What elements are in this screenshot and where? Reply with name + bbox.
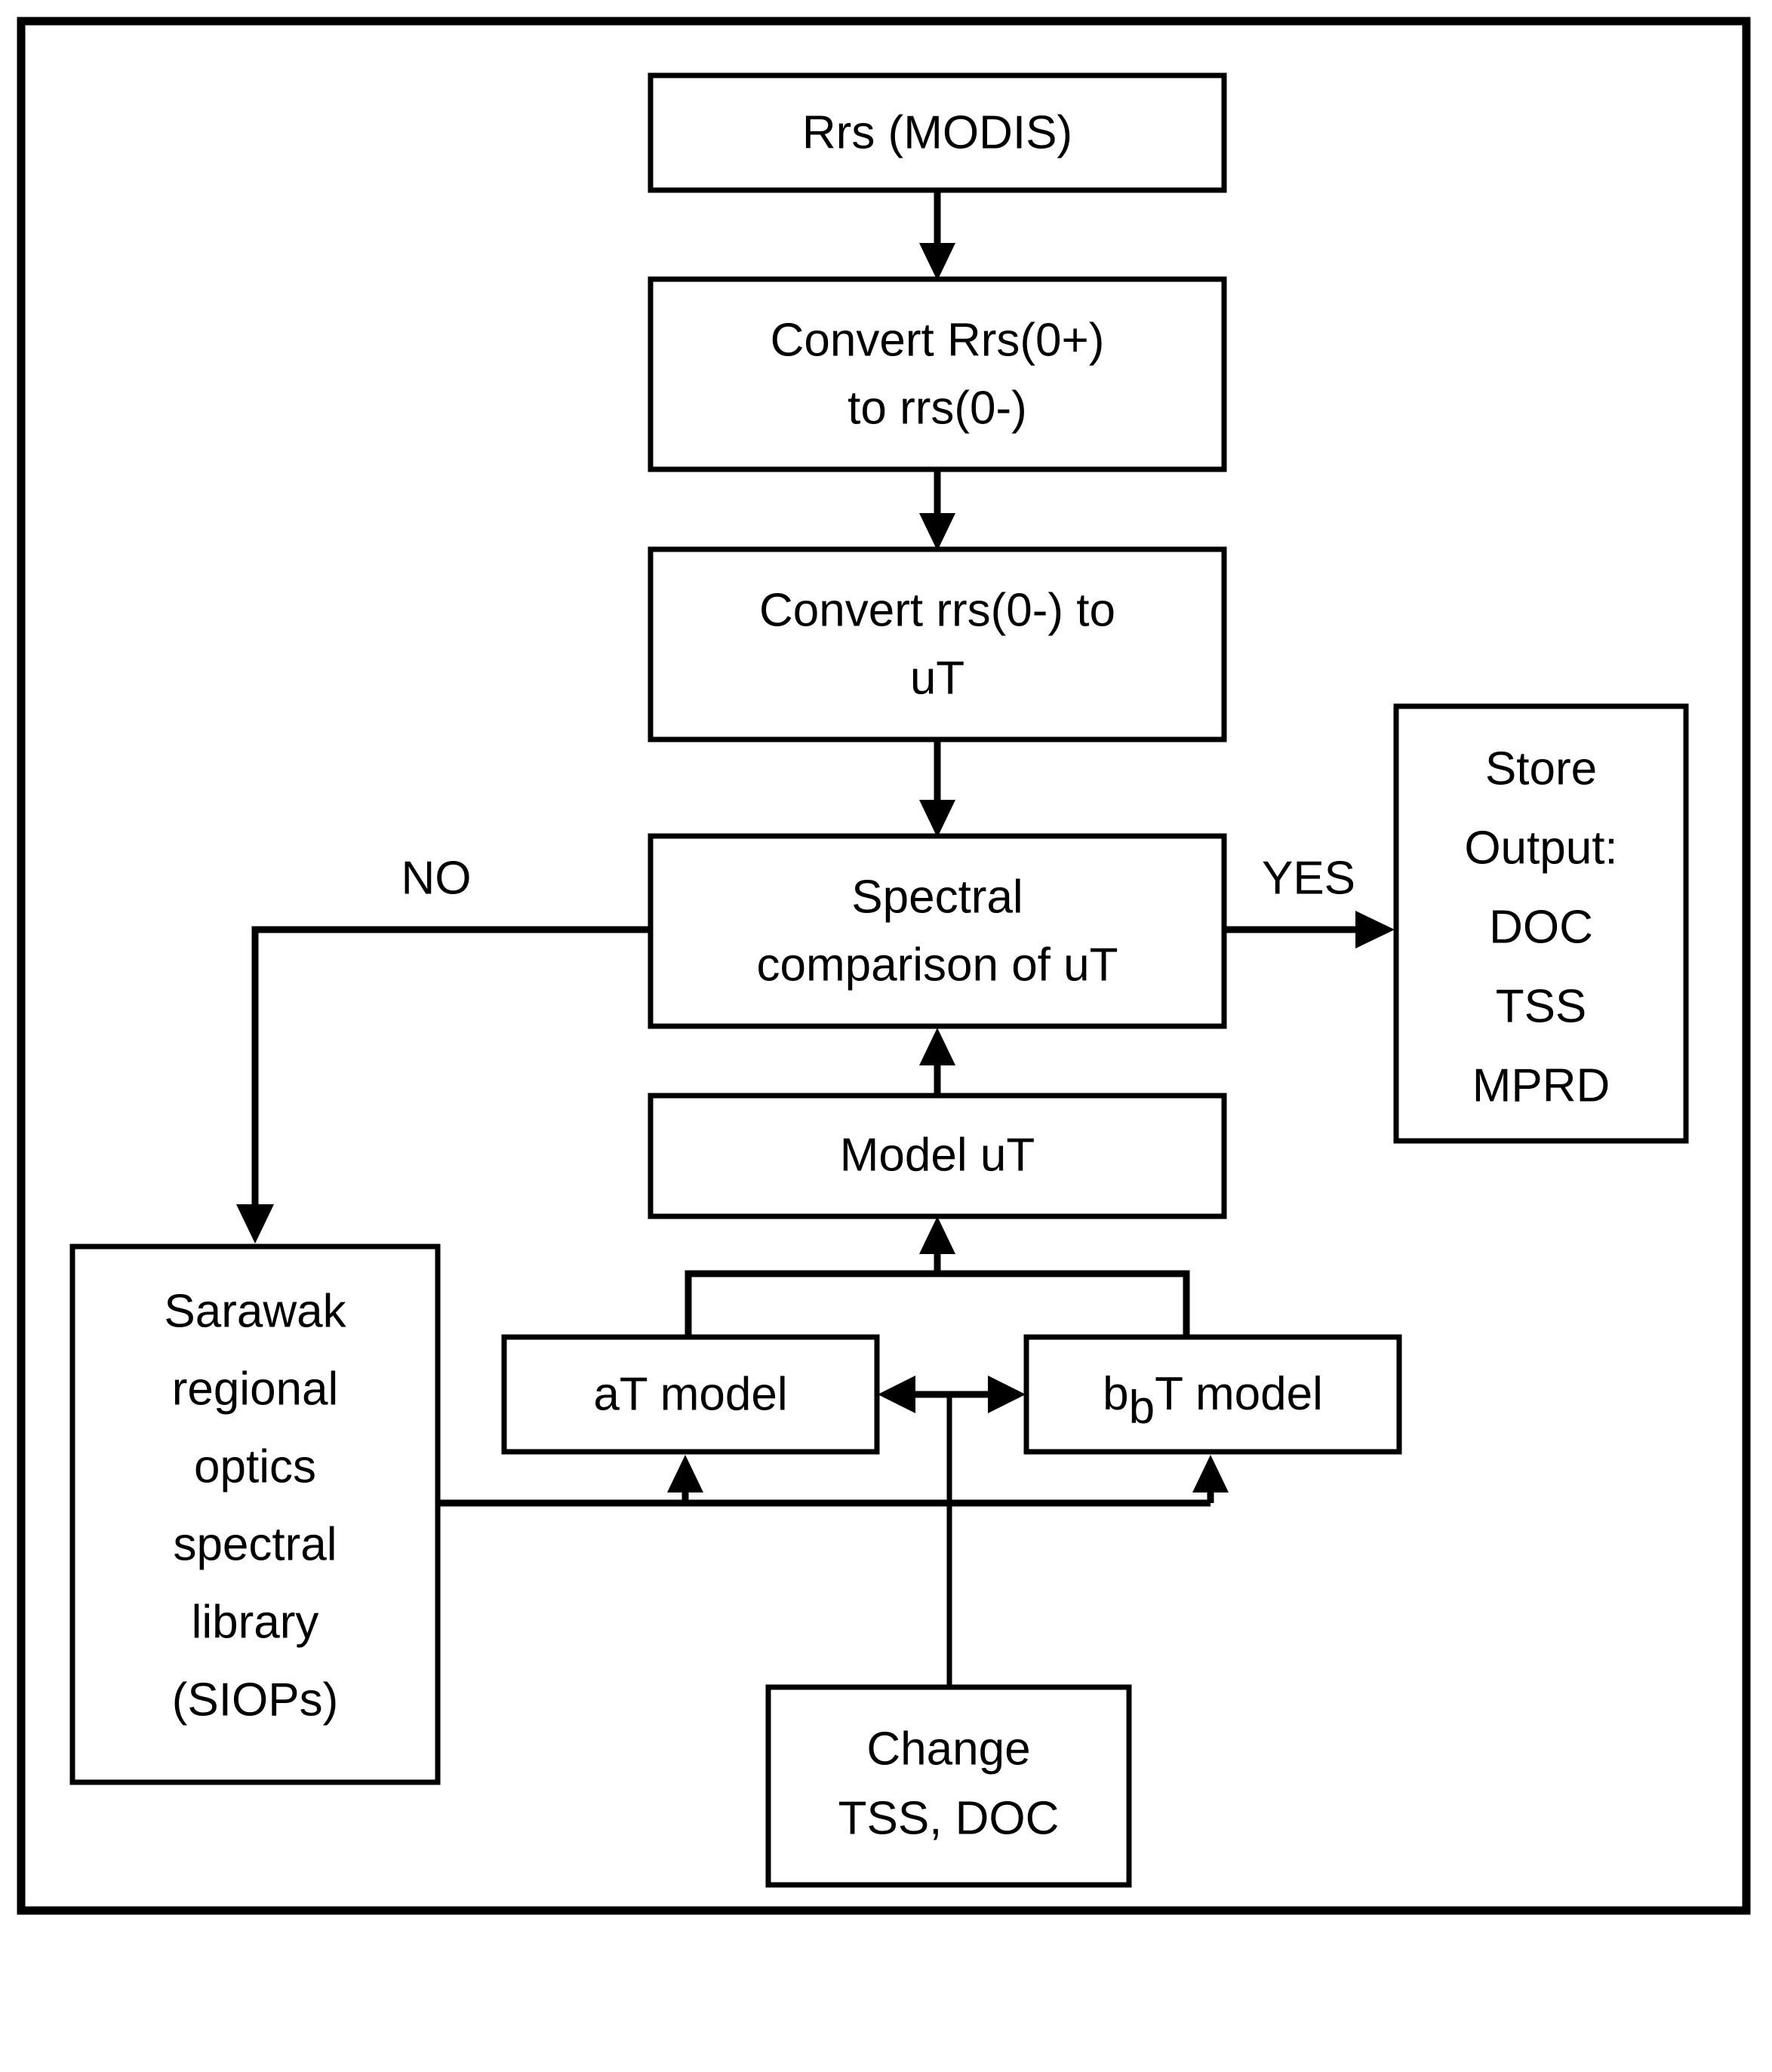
siops-label-1: Sarawak: [164, 1285, 346, 1337]
node-convert-rrs-0plus[interactable]: Convert Rrs(0+) to rrs(0-): [648, 276, 1227, 472]
at-model-box[interactable]: [501, 1334, 880, 1455]
siops-label-4: spectral: [173, 1518, 337, 1570]
spectral-comparison-label-1: Spectral: [851, 871, 1023, 923]
rrs-modis-box[interactable]: [648, 72, 1227, 193]
change-tss-doc-label-1: Change: [866, 1723, 1030, 1775]
edge-siops-to-models: [438, 1455, 1229, 1507]
edge-spectral-to-store-output: [1224, 911, 1395, 948]
node-model-ut[interactable]: Model uT: [648, 1093, 1227, 1219]
store-output-label-2: Output:: [1464, 822, 1617, 874]
edge-spectral-to-siops-no: [236, 926, 651, 1244]
convert-rrs-0minus-label-2: uT: [910, 652, 964, 704]
store-output-label-5: MPRD: [1472, 1059, 1610, 1111]
node-change-tss-doc[interactable]: Change TSS, DOC: [765, 1684, 1132, 1888]
sarawak-siops-library-box[interactable]: [69, 1244, 441, 1785]
edge-models-bracket-to-modelut: [684, 1216, 1190, 1337]
model-ut-box[interactable]: [648, 1093, 1227, 1219]
edge-convert0plus-to-convert0minus: [919, 469, 955, 551]
change-tss-doc-box[interactable]: [765, 1684, 1132, 1888]
siops-label-5: library: [192, 1596, 319, 1648]
spectral-comparison-box[interactable]: [648, 833, 1227, 1029]
convert-rrs-0plus-label-2: to rrs(0-): [848, 382, 1027, 434]
node-convert-rrs-0minus[interactable]: Convert rrs(0-) to uT: [648, 546, 1227, 742]
convert-rrs-0minus-label-1: Convert rrs(0-) to: [759, 584, 1115, 636]
bbt-model-box[interactable]: [1023, 1334, 1402, 1455]
siops-label-3: optics: [194, 1440, 316, 1493]
store-output-label-1: Store: [1485, 742, 1597, 795]
edge-rrs-to-convert0plus: [919, 190, 955, 281]
store-output-box[interactable]: [1393, 703, 1689, 1144]
rrs-modis-label-1: Rrs (MODIS): [802, 106, 1072, 158]
node-bbt-model[interactable]: bbT model: [1023, 1334, 1402, 1455]
bbt-model-label-main-prefix: b: [1103, 1368, 1128, 1420]
edge-convert0minus-to-spectral: [919, 739, 955, 838]
bbt-model-label: bbT model: [1103, 1368, 1323, 1434]
model-ut-label-1: Model uT: [840, 1129, 1035, 1181]
node-store-output[interactable]: Store Output: DOC TSS MPRD: [1393, 703, 1689, 1144]
siops-label-2: regional: [172, 1363, 339, 1415]
edge-modelut-to-spectral: [919, 1028, 955, 1096]
node-siops-library[interactable]: Sarawak regional optics spectral library…: [69, 1244, 441, 1785]
bbt-model-label-subscript: b: [1129, 1382, 1155, 1434]
convert-rrs-0plus-label-1: Convert Rrs(0+): [771, 314, 1105, 366]
at-model-label: aT model: [593, 1368, 787, 1420]
no-edge-label: NO: [401, 852, 472, 904]
store-output-label-3: DOC: [1489, 901, 1593, 953]
node-at-model[interactable]: aT model: [501, 1334, 880, 1455]
bbt-model-label-main-suffix: T model: [1155, 1368, 1323, 1420]
convert-rrs-0plus-box[interactable]: [648, 276, 1227, 472]
siops-label-6: (SIOPs): [172, 1674, 338, 1726]
change-tss-doc-label-2: TSS, DOC: [838, 1792, 1060, 1844]
yes-edge-label: YES: [1262, 852, 1355, 904]
store-output-label-4: TSS: [1496, 980, 1587, 1032]
node-rrs-modis[interactable]: Rrs (MODIS): [648, 72, 1227, 193]
spectral-comparison-label-2: comparison of uT: [757, 939, 1118, 991]
node-spectral-comparison[interactable]: Spectral comparison of uT: [648, 833, 1227, 1029]
convert-rrs-0minus-box[interactable]: [648, 546, 1227, 742]
